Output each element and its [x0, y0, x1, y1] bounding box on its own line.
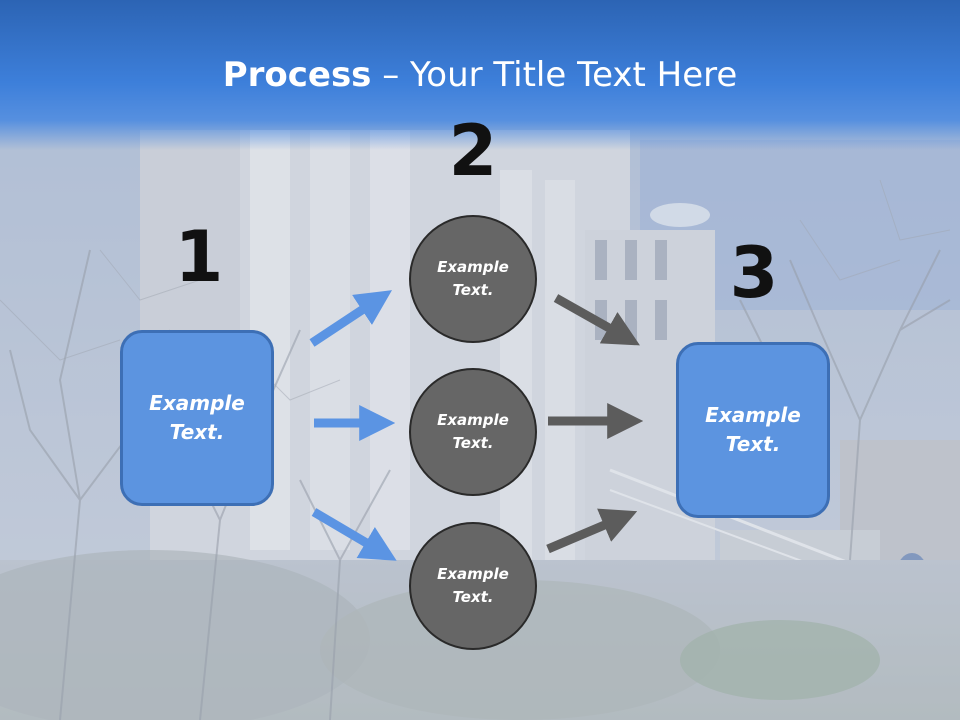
arrow-from-node-bottom [546, 508, 638, 554]
slide-title: Process – Your Title Text Here [0, 52, 960, 98]
step-1-label: Example Text. [149, 391, 245, 444]
title-bold: Process [222, 55, 372, 95]
node-top: Example Text. [409, 215, 537, 343]
arrow-to-node-bottom [311, 508, 397, 561]
step-1-box: Example Text. [120, 330, 274, 506]
arrow-from-node-top [553, 294, 640, 346]
node-middle: Example Text. [409, 368, 537, 496]
node-middle-label: Example Text. [437, 411, 509, 452]
step-3-box: Example Text. [676, 342, 830, 518]
title-rest: – Your Title Text Here [371, 55, 738, 95]
node-top-label: Example Text. [437, 258, 509, 299]
node-bottom: Example Text. [409, 522, 537, 650]
step-number-2: 2 [448, 110, 498, 192]
step-number-1: 1 [174, 216, 224, 298]
arrow-to-node-top [309, 290, 393, 347]
step-number-3: 3 [729, 232, 779, 314]
step-3-label: Example Text. [705, 403, 801, 456]
title-bar [0, 0, 960, 150]
node-bottom-label: Example Text. [437, 565, 509, 606]
